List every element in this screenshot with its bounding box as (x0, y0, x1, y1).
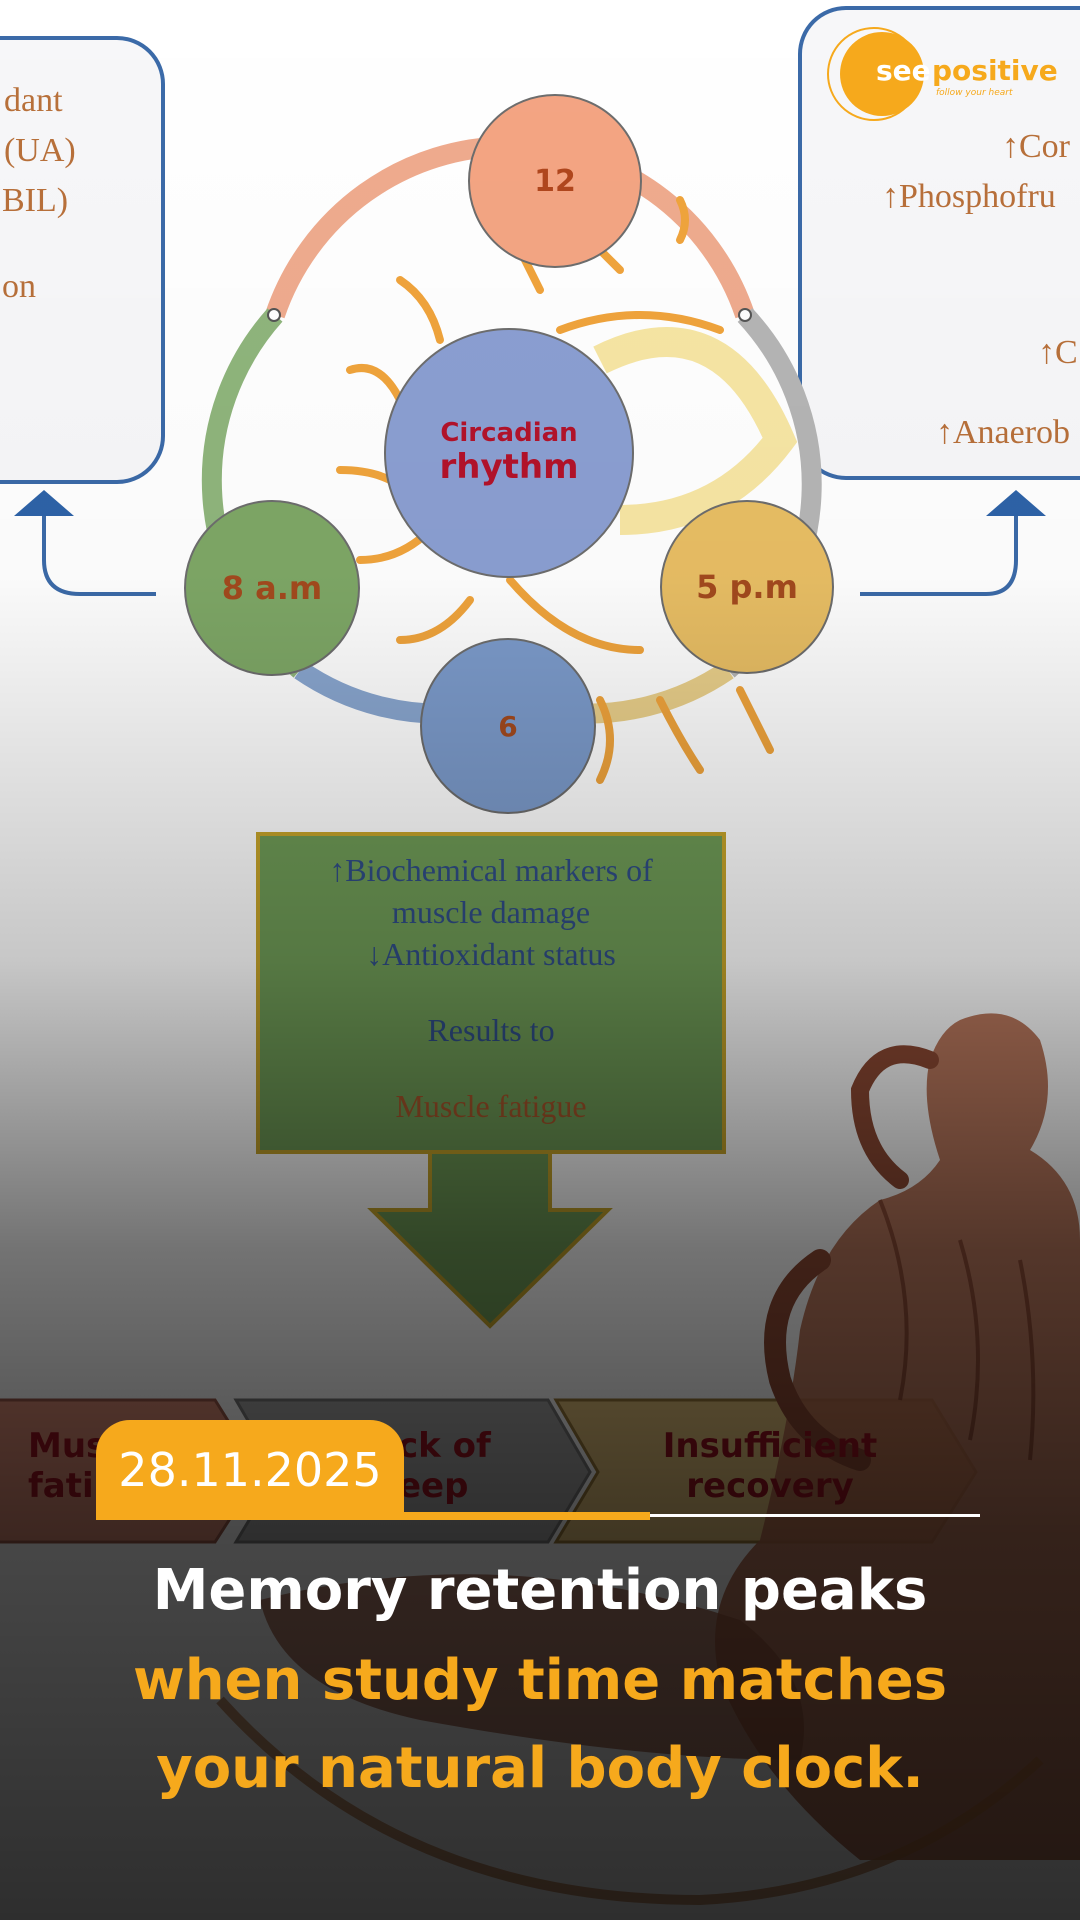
center-label-rhythm: rhythm (439, 447, 579, 488)
circadian-rhythm-center: Circadian rhythm (384, 328, 634, 578)
see-positive-logo: see positive follow your heart (826, 26, 1058, 122)
chevron-3-text: Insufficient recovery (610, 1426, 930, 1506)
clock-node-5pm-label: 5 p.m (696, 568, 798, 606)
chevron-1-line-2: fati (28, 1466, 94, 1506)
down-arrow (367, 1150, 613, 1329)
effects-box: ↑Biochemical markers of muscle damage ↓A… (256, 832, 726, 1154)
logo-circle-icon (827, 27, 924, 121)
effects-line-3: ↓Antioxidant status (366, 936, 616, 972)
logo-word-positive: positive (932, 54, 1058, 87)
logo-word-see: see (876, 54, 931, 87)
clock-node-6-label: 6 (498, 709, 518, 743)
ring-node-right (738, 308, 752, 322)
chevron-2-line-2: eep (398, 1466, 469, 1506)
chevron-3-line-1: Insufficient (662, 1426, 878, 1466)
clock-node-12: 12 (468, 94, 642, 268)
post-date: 28.11.2025 (118, 1443, 382, 1497)
right-connector-arrow (860, 512, 1018, 596)
chevron-2-line-1: ck of (398, 1426, 491, 1466)
center-label-circadian: Circadian (440, 417, 578, 448)
effects-line-5: Muscle fatigue (395, 1088, 587, 1124)
clock-node-12-label: 12 (534, 163, 576, 199)
effects-line-2: muscle damage (391, 894, 591, 930)
clock-node-6: 6 (420, 638, 596, 814)
logo-tagline: follow your heart (936, 88, 1013, 98)
clock-node-8am-label: 8 a.m (221, 569, 323, 607)
chevron-3-line-2: recovery (686, 1466, 854, 1506)
headline-line-2: when study time matches (132, 1648, 948, 1713)
clock-node-8am: 8 a.m (184, 500, 360, 676)
right-arrowhead (986, 490, 1046, 516)
headline-line-3: your natural body clock. (156, 1736, 924, 1801)
white-divider-line (650, 1514, 980, 1517)
date-badge: 28.11.2025 (96, 1420, 404, 1520)
effects-line-1: ↑Biochemical markers of (329, 852, 653, 888)
clock-node-5pm: 5 p.m (660, 500, 834, 674)
headline-line-1: Memory retention peaks (152, 1558, 928, 1623)
chevron-2-text: ck of eep (398, 1426, 491, 1506)
accent-underline (96, 1512, 650, 1520)
left-connector-arrow (42, 512, 156, 596)
left-arrowhead (14, 490, 74, 516)
effects-line-4: Results to (427, 1012, 555, 1048)
chevron-1-line-1: Mus (28, 1426, 107, 1466)
chevron-1-text: Mus fati (28, 1426, 106, 1506)
ring-node-left (267, 308, 281, 322)
